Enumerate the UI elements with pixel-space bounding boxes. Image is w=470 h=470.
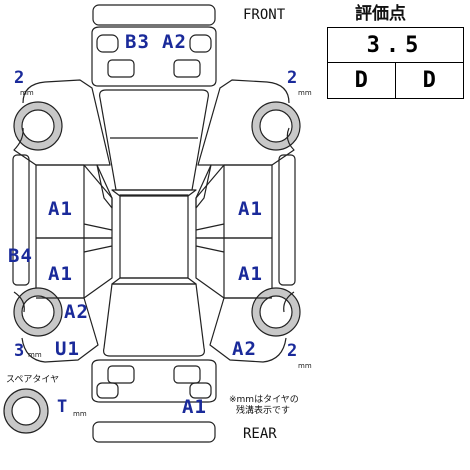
label-rl-tire: 3: [14, 341, 25, 361]
unit-rl-tire: mm: [28, 351, 42, 359]
left-sill: [12, 154, 30, 286]
right-a-pillar: [195, 164, 212, 209]
right-door-trim-2: [195, 245, 225, 253]
label-right-front-door: A1: [238, 198, 263, 220]
right-front-door: [195, 164, 273, 239]
grade-score: 3.5: [328, 28, 463, 63]
label-left-front-door: A1: [48, 198, 73, 220]
label-spare-tire: T: [57, 397, 68, 417]
unit-spare-tire: mm: [73, 410, 87, 418]
front-right-lamp: [189, 34, 212, 53]
windshield: [111, 189, 197, 197]
grade-title: 評価点: [355, 4, 406, 24]
front-label: FRONT: [243, 7, 286, 23]
left-door-trim-2: [83, 245, 113, 253]
front-left-tire-icon: [13, 101, 63, 151]
roof-outline: [119, 194, 189, 279]
trunk-outline: [103, 283, 205, 357]
left-a-pillar: [96, 164, 113, 209]
left-door-trim: [83, 223, 113, 231]
front-hood-outline: [91, 26, 217, 87]
rear-right-lamp: [173, 365, 201, 384]
note-line1: ※mmはタイヤの: [229, 395, 299, 405]
note-line2: 残溝表示です: [236, 406, 291, 416]
rear-label: REAR: [243, 426, 277, 442]
front-right-fog: [173, 59, 201, 78]
front-bumper-outline: [92, 4, 216, 26]
grade-table: 3.5 D D: [327, 27, 464, 99]
right-rear-fender: [209, 291, 295, 363]
front-right-tire-icon: [251, 101, 301, 151]
label-fr-tire: 2: [287, 68, 298, 88]
right-sill: [278, 154, 296, 286]
label-front-bumper-left: B3: [125, 31, 150, 53]
hood-outline: [99, 89, 209, 191]
front-left-lamp: [96, 34, 119, 53]
rear-right-reflector: [189, 382, 212, 399]
spare-tire-icon: [3, 388, 49, 434]
right-front-fender: [197, 79, 295, 166]
label-rr-tire: 2: [287, 341, 298, 361]
rear-right-tire-icon: [251, 287, 301, 337]
label-front-bumper-right: A2: [162, 31, 187, 53]
grade-exterior: D: [422, 68, 436, 93]
label-right-rear-door: A1: [238, 263, 263, 285]
right-door-trim: [195, 223, 225, 231]
grade-interior: D: [328, 63, 396, 98]
label-right-rear-quarter: A2: [232, 338, 257, 360]
label-left-rear-quarter: U1: [55, 338, 80, 360]
rear-left-lamp: [107, 365, 135, 384]
left-rear-fender: [13, 291, 99, 363]
left-front-door: [35, 164, 113, 239]
rear-window: [111, 277, 197, 285]
label-left-rear-fender: A2: [64, 301, 89, 323]
unit-rr-tire: mm: [298, 362, 312, 370]
label-left-rear-door: A1: [48, 263, 73, 285]
rear-left-tire-icon: [13, 287, 63, 337]
rear-panel-outline: [91, 359, 217, 403]
unit-fr-tire: mm: [298, 89, 312, 97]
label-rear-bumper: A1: [182, 396, 207, 418]
rear-bumper-outline: [92, 421, 216, 443]
label-left-sill: B4: [8, 245, 33, 267]
unit-fl-tire: mm: [20, 89, 34, 97]
front-left-fog: [107, 59, 135, 78]
rear-left-reflector: [96, 382, 119, 399]
spare-label: スペアタイヤ: [6, 375, 60, 385]
label-fl-tire: 2: [14, 68, 25, 88]
left-front-fender: [13, 79, 111, 166]
